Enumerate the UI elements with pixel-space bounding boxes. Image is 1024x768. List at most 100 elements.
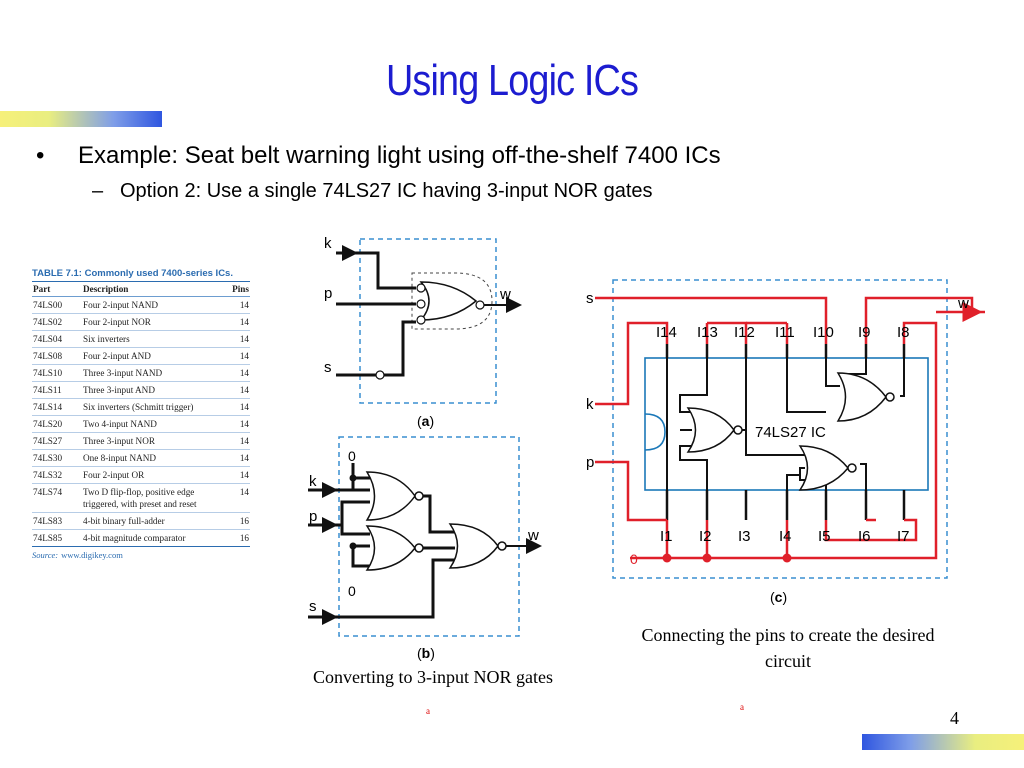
diagram-b-bubble-3 bbox=[497, 541, 507, 551]
diagram-b-bubble-2 bbox=[414, 543, 424, 553]
table-header-pins: Pins bbox=[226, 281, 250, 297]
pin-label-top-10: I10 bbox=[813, 324, 834, 341]
table-cell-part: 74LS02 bbox=[32, 313, 82, 331]
table-cell-description: Six inverters bbox=[82, 330, 226, 348]
diagram-c-boundary bbox=[612, 279, 948, 579]
table-cell-pins: 14 bbox=[226, 415, 250, 433]
diagram-b-label: (b) bbox=[417, 645, 435, 661]
diagram-a-boundary bbox=[359, 238, 497, 404]
table-cell-pins: 16 bbox=[226, 512, 250, 530]
table-cell-part: 74LS30 bbox=[32, 449, 82, 467]
diagram-c-input-s: s bbox=[586, 290, 594, 307]
bubble-input-p bbox=[416, 299, 426, 309]
bubble-output bbox=[475, 300, 485, 310]
slide-title: Using Logic ICs bbox=[385, 56, 639, 105]
table-cell-description: Four 2-input NAND bbox=[82, 296, 226, 314]
diagram-b-nor-gate-3 bbox=[448, 523, 499, 569]
table-cell-part: 74LS14 bbox=[32, 398, 82, 416]
pin-label-bottom-3: I3 bbox=[738, 528, 751, 545]
table-cell-part: 74LS27 bbox=[32, 432, 82, 450]
table-cell-description: Four 2-input NOR bbox=[82, 313, 226, 331]
table-cell-pins: 14 bbox=[226, 449, 250, 467]
diagram-c-label: (c) bbox=[770, 589, 787, 605]
table-cell-description: Three 3-input AND bbox=[82, 381, 226, 399]
table-source-label: Source: bbox=[32, 550, 59, 560]
table-cell-part: 74LS74 bbox=[32, 483, 82, 513]
pin-label-top-13: I13 bbox=[697, 324, 718, 341]
table-cell-part: 74LS10 bbox=[32, 364, 82, 382]
diagram-c-input-p: p bbox=[586, 454, 594, 471]
junction-pin2 bbox=[702, 553, 712, 563]
table-cell-part: 74LS00 bbox=[32, 296, 82, 314]
pin-label-bottom-1: I1 bbox=[660, 528, 673, 545]
diagram-a-label: (a) bbox=[417, 413, 434, 429]
diagram-a-input-k: k bbox=[324, 235, 332, 252]
bullet-main-text: Example: Seat belt warning light using o… bbox=[78, 142, 721, 169]
diagram-b: 0 0 k p s w (b) bbox=[308, 436, 542, 661]
chip-nor-gate-2 bbox=[836, 372, 887, 422]
diagram-b-zero-top: 0 bbox=[348, 448, 356, 464]
diagram-c-output-w: w bbox=[957, 295, 969, 312]
table-cell-part: 74LS32 bbox=[32, 466, 82, 484]
table-cell-pins: 14 bbox=[226, 330, 250, 348]
table-cell-pins: 14 bbox=[226, 313, 250, 331]
bullet-dot: • bbox=[36, 142, 45, 169]
table-cell-part: 74LS11 bbox=[32, 381, 82, 399]
table-cell-description: One 8-input NAND bbox=[82, 449, 226, 467]
pin-label-top-14: I14 bbox=[656, 324, 677, 341]
bubble-input-s bbox=[416, 315, 426, 325]
diagram-b-output-w: w bbox=[527, 527, 539, 544]
table-cell-pins: 14 bbox=[226, 381, 250, 399]
table-cell-description: Four 2-input OR bbox=[82, 466, 226, 484]
table-source: Source:www.digikey.com bbox=[32, 550, 250, 560]
table-cell-part: 74LS85 bbox=[32, 529, 82, 547]
bubble-input-k bbox=[416, 283, 426, 293]
accent-bar-bottom bbox=[862, 734, 1024, 750]
diagram-b-bubble-1 bbox=[414, 491, 424, 501]
diagram-c-input-k: k bbox=[586, 396, 594, 413]
table-cell-description: Three 3-input NOR bbox=[82, 432, 226, 450]
diagram-b-zero-bottom: 0 bbox=[348, 583, 356, 599]
caption-b: Converting to 3-input NOR gates bbox=[313, 667, 553, 687]
diagram-a: k p s w (a) bbox=[324, 235, 522, 429]
table-cell-pins: 16 bbox=[226, 529, 250, 547]
diagram-b-input-p: p bbox=[309, 508, 317, 525]
table-cell-description: Four 2-input AND bbox=[82, 347, 226, 365]
marker-a-left: a bbox=[426, 706, 430, 716]
table-header-description: Description bbox=[82, 281, 226, 297]
ic-table-figure: TABLE 7.1: Commonly used 7400-series ICs… bbox=[32, 268, 250, 560]
caption-c: Connecting the pins to create the desire… bbox=[641, 625, 935, 671]
table-cell-pins: 14 bbox=[226, 398, 250, 416]
page-number: 4 bbox=[950, 708, 959, 728]
table-cell-description: Three 3-input NAND bbox=[82, 364, 226, 382]
chip-bubble-1 bbox=[733, 425, 743, 435]
pin-label-bottom-4: I4 bbox=[779, 528, 792, 545]
diagram-c-zero: 0 bbox=[630, 551, 638, 567]
bullet-sub: –Option 2: Use a single 74LS27 IC having… bbox=[92, 180, 653, 203]
table-cell-part: 74LS83 bbox=[32, 512, 82, 530]
diagram-b-input-k: k bbox=[309, 473, 317, 490]
pin-label-top-11: I11 bbox=[775, 324, 795, 341]
pin-label-top-9: I9 bbox=[858, 324, 871, 341]
table-cell-part: 74LS20 bbox=[32, 415, 82, 433]
junction-pin1 bbox=[662, 553, 672, 563]
pin-label-bottom-7: I7 bbox=[897, 528, 910, 545]
bullet-dash: – bbox=[92, 180, 104, 202]
table-cell-pins: 14 bbox=[226, 466, 250, 484]
table-header-row: Part Description Pins bbox=[32, 281, 250, 297]
bubble-s-inverter bbox=[375, 370, 385, 380]
bullet-sub-text: Option 2: Use a single 74LS27 IC having … bbox=[120, 180, 653, 202]
